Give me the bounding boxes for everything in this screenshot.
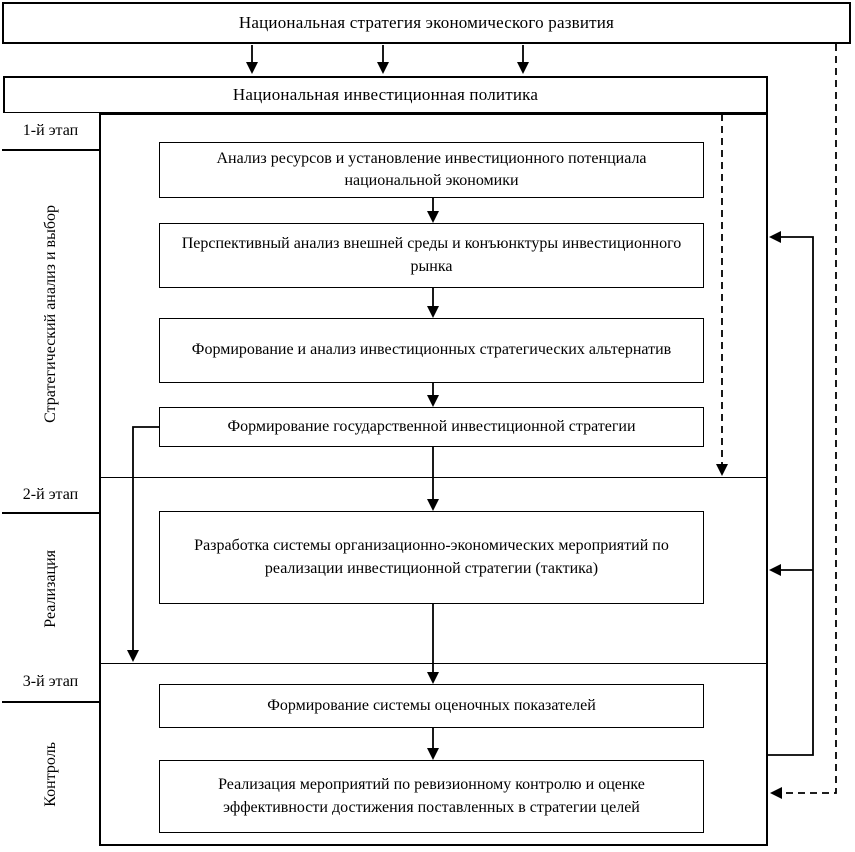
arrow-strategy-to-policy-3 <box>517 45 529 74</box>
process-box-resource-analysis: Анализ ресурсов и установление инвестици… <box>159 142 704 198</box>
investment-policy-label: Национальная инвестиционная политика <box>232 85 539 104</box>
stage1-name: Стратегический анализ и выбор <box>41 205 59 423</box>
stage3-name: Контроль <box>41 742 59 807</box>
national-strategy-label: Национальная стратегия экономического ра… <box>238 13 615 32</box>
arrow-strategy-to-policy-2 <box>377 45 389 74</box>
stage3-name-cell: Контроль <box>2 703 101 846</box>
process-box-indicators-label: Формирование системы оценочных показател… <box>267 696 596 714</box>
stage1-stage2-divider <box>2 477 768 478</box>
stage2-name: Реализация <box>41 549 59 628</box>
process-box-resource-analysis-label: Анализ ресурсов и установление инвестици… <box>216 149 647 189</box>
process-box-tactics-label: Разработка системы организационно-эконом… <box>194 537 669 577</box>
process-box-revision-control: Реализация мероприятий по ревизионному к… <box>159 760 704 833</box>
stage2-name-cell: Реализация <box>2 514 101 663</box>
stage2-label-cell: 2-й этап <box>2 477 101 514</box>
stage3-label: 3-й этап <box>22 673 79 690</box>
feedback-loop-solid-right <box>768 231 814 756</box>
process-box-indicators: Формирование системы оценочных показател… <box>159 684 704 728</box>
stage1-label-cell: 1-й этап <box>2 113 101 151</box>
stage1-label: 1-й этап <box>22 122 79 139</box>
investment-policy-box: Национальная инвестиционная политика <box>3 76 768 114</box>
process-box-state-strategy-label: Формирование государственной инвестицион… <box>227 417 636 435</box>
process-box-strategic-alternatives: Формирование и анализ инвестиционных стр… <box>159 318 704 383</box>
stage2-stage3-divider <box>2 663 768 664</box>
process-box-state-strategy: Формирование государственной инвестицион… <box>159 407 704 447</box>
process-box-tactics: Разработка системы организационно-эконом… <box>159 511 704 604</box>
stage1-name-cell: Стратегический анализ и выбор <box>2 151 101 477</box>
arrow-strategy-to-policy-1 <box>246 45 258 74</box>
process-box-environment-analysis-label: Перспективный анализ внешней среды и кон… <box>181 235 682 275</box>
stage2-label: 2-й этап <box>22 485 79 503</box>
national-strategy-box: Национальная стратегия экономического ра… <box>2 2 851 44</box>
stage3-label-cell: 3-й этап <box>2 663 101 703</box>
process-box-environment-analysis: Перспективный анализ внешней среды и кон… <box>159 223 704 288</box>
process-box-strategic-alternatives-label: Формирование и анализ инвестиционных стр… <box>191 341 672 359</box>
process-box-revision-control-label: Реализация мероприятий по ревизионному к… <box>218 776 645 816</box>
feedback-loop-dashed-right <box>770 44 837 799</box>
